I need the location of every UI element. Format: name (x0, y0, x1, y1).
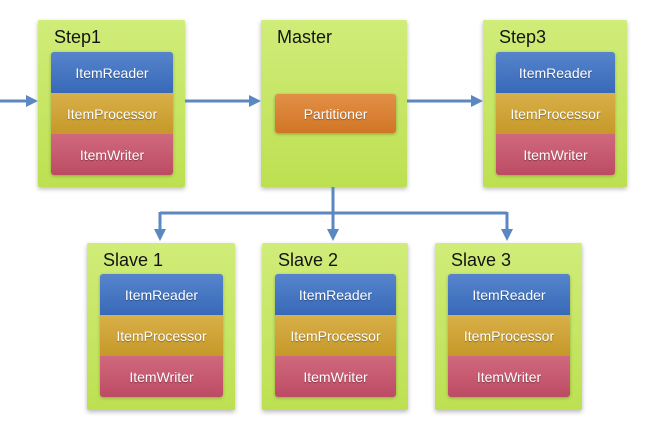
component-itemwriter: ItemWriter (448, 356, 570, 397)
node-slave2-title: Slave 2 (278, 250, 339, 270)
component-itemwriter: ItemWriter (51, 134, 173, 175)
node-step3: Step3 ItemReader ItemProcessor ItemWrite… (483, 20, 627, 187)
node-slave3-component-stack: ItemReader ItemProcessor ItemWriter (448, 274, 570, 397)
component-itemwriter: ItemWriter (100, 356, 223, 397)
node-slave2: Slave 2 ItemReader ItemProcessor ItemWri… (262, 243, 408, 410)
node-step3-component-stack: ItemReader ItemProcessor ItemWriter (496, 52, 615, 175)
component-partitioner: Partitioner (275, 94, 396, 133)
component-itemreader: ItemReader (496, 52, 615, 93)
component-itemreader: ItemReader (275, 274, 396, 315)
arrow-master-to-slave3 (501, 212, 513, 241)
node-step3-title: Step3 (499, 27, 547, 47)
node-slave1: Slave 1 ItemReader ItemProcessor ItemWri… (87, 243, 235, 410)
component-itemwriter: ItemWriter (275, 356, 396, 397)
component-itemprocessor: ItemProcessor (448, 315, 570, 356)
node-master-component-stack: Partitioner (275, 94, 396, 133)
node-master: Master Partitioner (261, 20, 407, 187)
component-itemreader: ItemReader (448, 274, 570, 315)
arrow-step1-to-master (185, 95, 261, 107)
node-step1-component-stack: ItemReader ItemProcessor ItemWriter (51, 52, 173, 175)
arrow-master-fanout-trunk (160, 187, 507, 215)
component-itemreader: ItemReader (100, 274, 223, 315)
component-itemprocessor: ItemProcessor (100, 315, 223, 356)
component-itemprocessor: ItemProcessor (51, 93, 173, 134)
arrow-external-to-step1 (0, 95, 38, 107)
node-slave3-title: Slave 3 (451, 250, 512, 270)
node-slave1-title: Slave 1 (103, 250, 164, 270)
component-itemprocessor: ItemProcessor (496, 93, 615, 134)
node-step1-title: Step1 (54, 27, 102, 47)
node-slave1-component-stack: ItemReader ItemProcessor ItemWriter (100, 274, 223, 397)
arrow-master-to-slave1 (154, 212, 166, 241)
node-slave2-component-stack: ItemReader ItemProcessor ItemWriter (275, 274, 396, 397)
arrow-master-to-step3 (407, 95, 483, 107)
node-step1: Step1 ItemReader ItemProcessor ItemWrite… (38, 20, 185, 187)
component-itemreader: ItemReader (51, 52, 173, 93)
node-slave3: Slave 3 ItemReader ItemProcessor ItemWri… (435, 243, 582, 410)
component-itemprocessor: ItemProcessor (275, 315, 396, 356)
arrow-master-to-slave2 (327, 212, 339, 241)
component-itemwriter: ItemWriter (496, 134, 615, 175)
node-master-title: Master (277, 27, 333, 47)
